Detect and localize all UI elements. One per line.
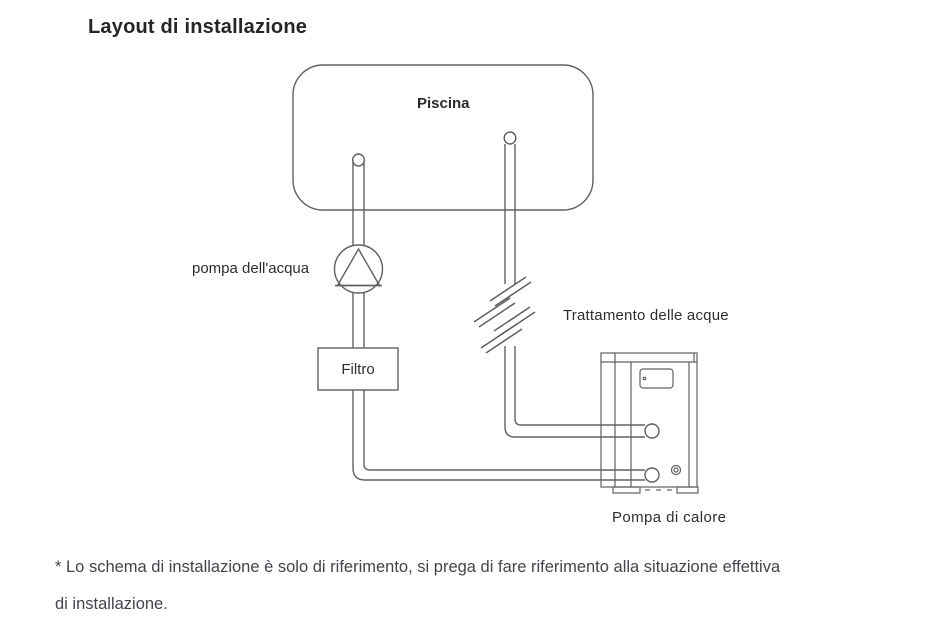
water-pump-symbol	[333, 244, 384, 294]
page-title: Layout di installazione	[88, 16, 308, 38]
suction-pipe	[352, 161, 645, 481]
water-pump-label: pompa dell'acqua	[192, 260, 310, 277]
installation-diagram	[292, 64, 699, 494]
water-treatment-hatch	[473, 276, 536, 354]
heat-pump-label: Pompa di calore	[612, 509, 727, 526]
footnote-line-2: di installazione.	[55, 595, 168, 613]
filter-label: Filtro	[341, 361, 375, 378]
footnote: * Lo schema di installazione è solo di r…	[55, 549, 915, 620]
return-pipe	[504, 144, 645, 438]
heat-pump-display	[639, 368, 674, 389]
filter-box	[317, 347, 399, 391]
pool-outline	[292, 64, 594, 211]
pipe-fittings	[644, 423, 660, 483]
pipe-inlet-openings	[352, 131, 517, 167]
pool-label: Piscina	[417, 95, 470, 112]
footnote-line-1: * Lo schema di installazione è solo di r…	[55, 558, 781, 576]
water-treatment-label: Trattamento delle acque	[563, 307, 729, 324]
drain-valve-icon	[670, 464, 682, 476]
heat-pump-drawing	[600, 352, 699, 494]
